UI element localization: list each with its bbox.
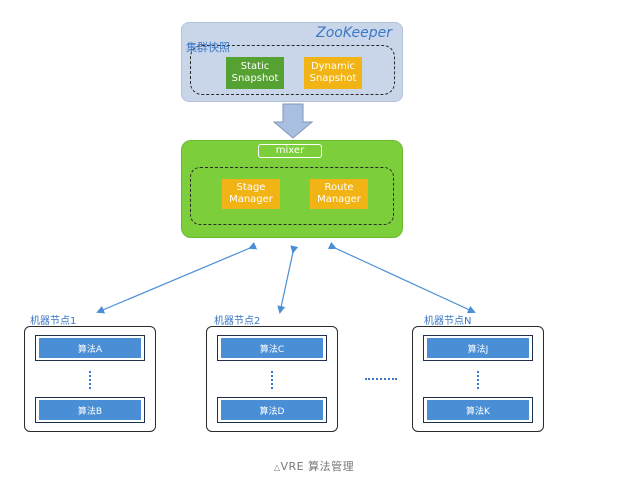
algo-box: 算法A	[35, 335, 145, 361]
algo-label: 算法K	[427, 400, 529, 420]
mixer-title: mixer	[258, 144, 322, 158]
node-n-label: 机器节点N	[424, 316, 472, 327]
dynamic-snapshot-box: Dynamic Snapshot	[304, 57, 362, 89]
horizontal-ellipsis	[365, 378, 397, 380]
algo-label: 算法J	[427, 338, 529, 358]
snapshot-group	[190, 45, 395, 95]
static-snapshot-box: Static Snapshot	[226, 57, 284, 89]
node-1-label: 机器节点1	[30, 316, 77, 327]
route-manager-box: Route Manager	[310, 179, 368, 209]
node-n: 算法J 算法K	[412, 326, 544, 432]
manager-group	[190, 167, 394, 225]
mixer-block: mixer Stage Manager Route Manager	[181, 140, 403, 238]
figure-caption: △VRE 算法管理	[0, 458, 628, 474]
algo-box: 算法D	[217, 397, 327, 423]
algo-label: 算法C	[221, 338, 323, 358]
algo-box: 算法C	[217, 335, 327, 361]
stage-manager-box: Stage Manager	[222, 179, 280, 209]
algo-box: 算法B	[35, 397, 145, 423]
triangle-icon: △	[273, 463, 281, 472]
algo-label: 算法B	[39, 400, 141, 420]
vertical-ellipsis	[89, 371, 91, 389]
vertical-ellipsis	[477, 371, 479, 389]
stage-manager-label: Stage Manager	[229, 182, 273, 205]
route-manager-label: Route Manager	[317, 182, 361, 205]
zookeeper-to-mixer-arrow	[272, 103, 314, 139]
algo-label: 算法A	[39, 338, 141, 358]
node-2-label: 机器节点2	[214, 316, 261, 327]
snapshot-group-label: 集群快照	[186, 41, 230, 54]
dynamic-snapshot-label: Dynamic Snapshot	[309, 61, 357, 84]
vertical-ellipsis	[271, 371, 273, 389]
zookeeper-title: ZooKeeper	[316, 25, 392, 41]
algo-box: 算法K	[423, 397, 533, 423]
arrow-nodeN	[327, 241, 476, 314]
node-2: 算法C 算法D	[206, 326, 338, 432]
static-snapshot-label: Static Snapshot	[231, 61, 279, 84]
zookeeper-block: ZooKeeper 集群快照 Static Snapshot Dynamic S…	[181, 22, 403, 102]
algo-label: 算法D	[221, 400, 323, 420]
arrow-node2	[277, 245, 299, 314]
algo-box: 算法J	[423, 335, 533, 361]
arrow-node1	[96, 241, 258, 314]
caption-text: VRE 算法管理	[280, 460, 355, 473]
node-1: 算法A 算法B	[24, 326, 156, 432]
